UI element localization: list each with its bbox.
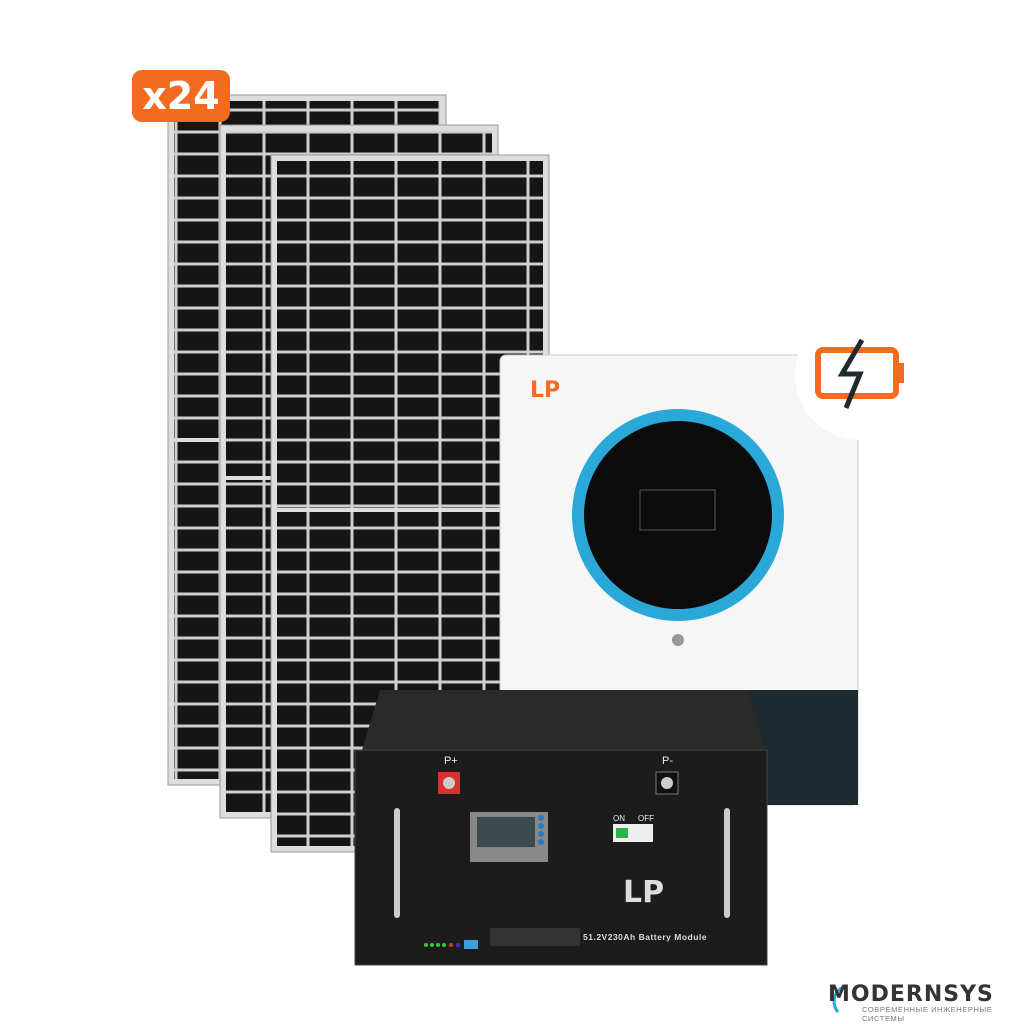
modernsys-logo-arc: [832, 984, 847, 1013]
modernsys-watermark: MODERNSYS СОВРЕМЕННЫЕ ИНЖЕНЕРНЫЕ СИСТЕМЫ: [820, 982, 1024, 1023]
inverter-logo: LP: [530, 378, 561, 403]
battery-module: [354, 690, 768, 966]
battery-logo: LP: [623, 875, 665, 910]
watermark-name: MODERNSYS: [828, 982, 994, 1007]
battery-label: 51.2V230Ah Battery Module: [583, 932, 707, 942]
positive-terminal-label: P+: [444, 755, 458, 767]
watermark-tagline: СОВРЕМЕННЫЕ ИНЖЕНЕРНЫЕ СИСТЕМЫ: [862, 1005, 993, 1023]
battery-charging-icon: [795, 310, 925, 440]
switch-off-label: OFF: [638, 814, 654, 823]
negative-terminal-label: P-: [662, 755, 673, 767]
quantity-badge: x24: [132, 70, 230, 122]
switch-on-label: ON: [613, 814, 625, 823]
